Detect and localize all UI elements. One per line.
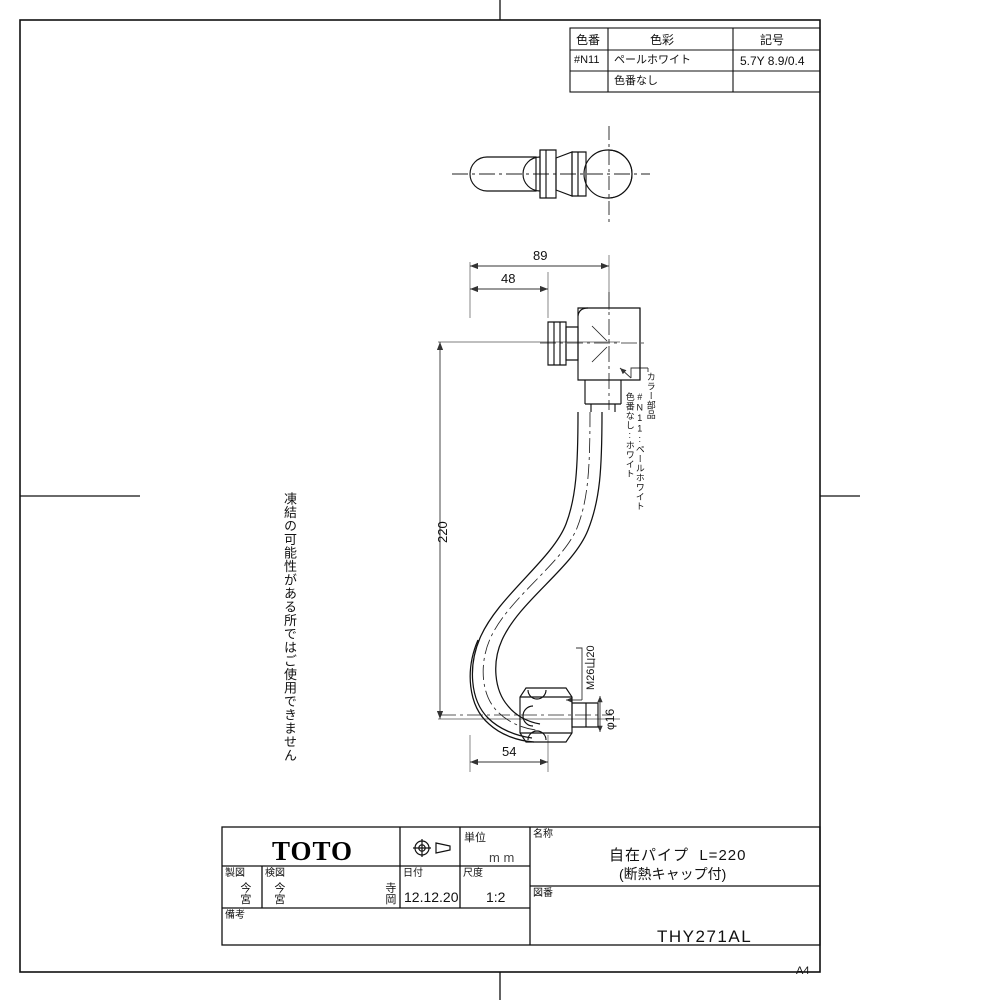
date-label: 日付 <box>403 868 423 879</box>
outlet-fitting <box>440 687 612 743</box>
first-angle-projection-icon <box>413 839 451 857</box>
sheet-size-mark: A4 <box>796 965 810 977</box>
color-table-header-symbol: 記号 <box>760 33 785 47</box>
thread-leader <box>566 647 583 703</box>
color-part-label: カラー部品 <box>645 372 656 420</box>
sheet-border <box>19 19 821 973</box>
toto-logo: TOTO <box>272 836 354 866</box>
product-name-line2: (断熱キャップ付) <box>619 866 727 882</box>
color-part-note-line1: #N11:ペールホワイト <box>634 392 645 511</box>
dim-label-thread: M26山20 <box>585 645 597 690</box>
color-note-leader <box>619 367 649 379</box>
unit-label: 単位 <box>464 832 486 844</box>
color-table-header-code: 色番 <box>576 33 601 47</box>
drawn-label: 製図 <box>225 868 245 879</box>
drawn-by: 今宮 <box>238 882 251 905</box>
drawing-no-label: 図番 <box>533 888 553 899</box>
date-value: 12.12.20 <box>404 889 459 905</box>
remarks-label: 備考 <box>225 910 245 921</box>
dim-label-220: 220 <box>435 521 450 543</box>
freeze-warning-note: 凍結の可能性がある所ではご使用できません <box>282 492 298 762</box>
dim-label-48: 48 <box>501 271 516 286</box>
color-table-row1-name: 色番なし <box>614 75 658 87</box>
checked-label: 検図 <box>265 868 285 879</box>
dim-label-89: 89 <box>533 248 548 263</box>
product-name-line1: 自在パイプ L=220 <box>609 847 747 864</box>
scale-label: 尺度 <box>463 868 483 879</box>
checked-by: 今宮 <box>272 882 285 905</box>
witness-lines <box>438 255 620 772</box>
color-table-header-color: 色彩 <box>650 33 675 47</box>
color-table-row0-symbol: 5.7Y 8.9/0.4 <box>740 54 805 68</box>
scale-value: 1:2 <box>486 889 506 905</box>
color-table-row0-code: #N11 <box>574 54 600 66</box>
approved-by: 寺岡 <box>383 882 396 905</box>
color-table-row0-name: ペールホワイト <box>614 54 691 66</box>
color-part-note-line2: 色番なし:ホワイト <box>624 392 635 479</box>
unit-value: m m <box>489 850 515 865</box>
dim-label-phi16: φ16 <box>603 708 617 730</box>
drawing-no-value: THY271AL <box>657 927 753 946</box>
plan-view <box>452 126 650 222</box>
dim-label-54: 54 <box>502 744 517 759</box>
swivel-pipe <box>469 411 603 743</box>
name-label: 名称 <box>533 829 553 840</box>
